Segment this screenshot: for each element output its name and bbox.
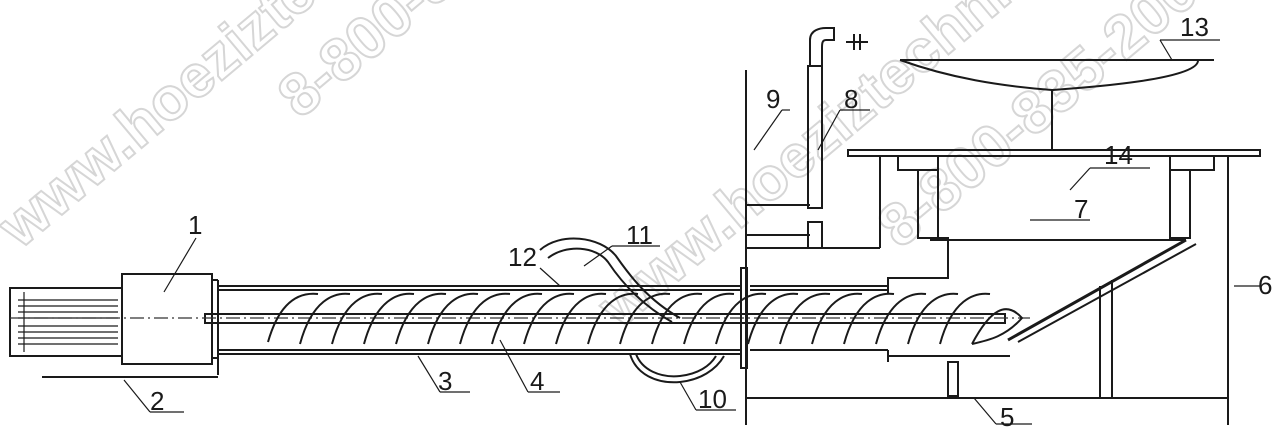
watermark-text: www.hoeziztechnik.hu — [0, 0, 517, 261]
label-13: 13 — [1180, 12, 1209, 42]
label-2: 2 — [150, 386, 164, 416]
label-6: 6 — [1258, 270, 1272, 300]
inlet-hoses — [539, 237, 725, 384]
label-14: 14 — [1104, 140, 1133, 170]
label-3: 3 — [438, 366, 452, 396]
label-1: 1 — [188, 210, 202, 240]
gearbox — [121, 273, 219, 375]
leader-lines — [123, 39, 1262, 425]
label-10: 10 — [698, 384, 727, 414]
vent-pipe — [807, 27, 868, 249]
label-4: 4 — [530, 366, 544, 396]
part-labels: 1 2 3 4 5 6 7 8 9 10 11 12 13 14 — [150, 12, 1272, 430]
label-8: 8 — [844, 84, 858, 114]
label-12: 12 — [508, 242, 537, 272]
watermark-text: 8-800-835-2009 — [265, 0, 635, 130]
cover-lid — [899, 59, 1214, 150]
label-9: 9 — [766, 84, 780, 114]
label-7: 7 — [1074, 194, 1088, 224]
label-11: 11 — [626, 220, 653, 250]
motor — [9, 287, 123, 357]
screw-auger — [10, 292, 1030, 345]
conveyor-trough — [218, 285, 888, 355]
label-5: 5 — [1000, 402, 1014, 430]
hopper — [746, 149, 1261, 425]
